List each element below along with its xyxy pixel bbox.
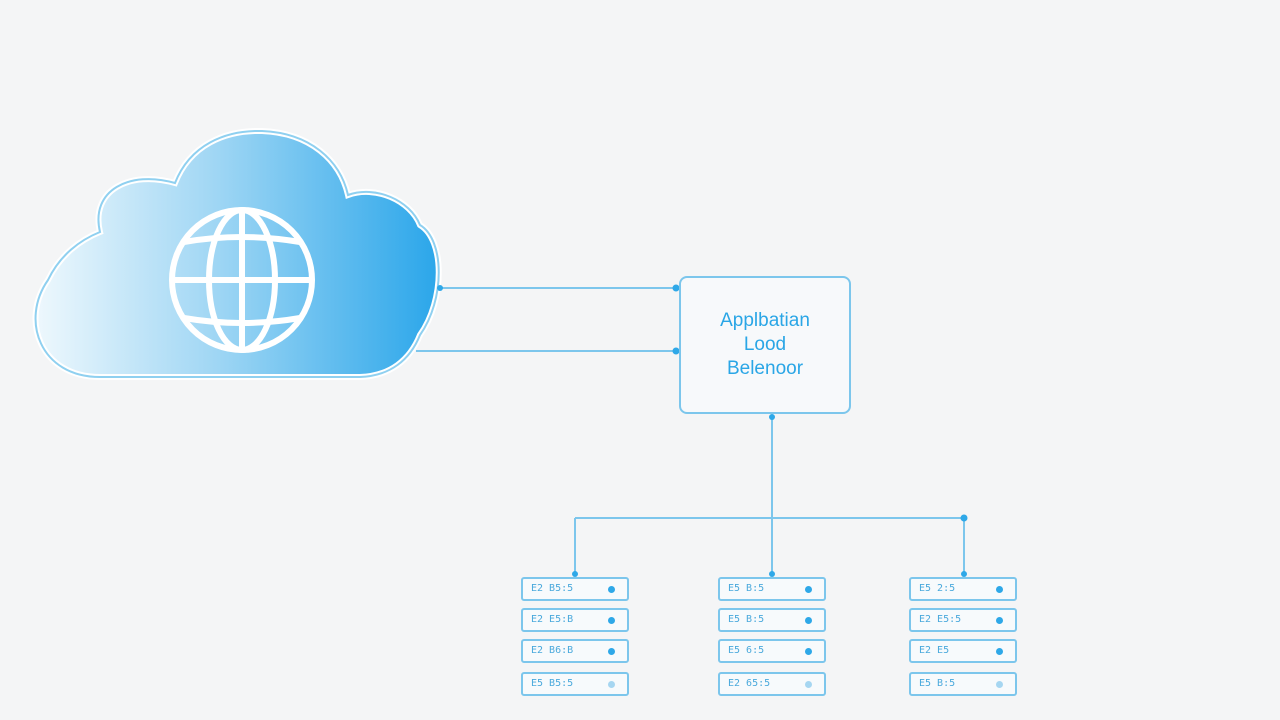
load-balancer-node: Applbatian Lood Belenoor bbox=[679, 276, 851, 414]
lb-to-servers-connectors bbox=[572, 414, 968, 577]
server-unit-label: E2 B6:B bbox=[531, 645, 574, 656]
server-unit: E5 B:5 bbox=[909, 672, 1017, 696]
server-unit-label: E5 B:5 bbox=[728, 614, 765, 625]
status-led-icon bbox=[608, 586, 615, 593]
server-unit: E5 B:5 bbox=[718, 608, 826, 632]
server-unit: E5 6:5 bbox=[718, 639, 826, 663]
connector-dot bbox=[961, 571, 967, 577]
cloud-to-lb-connectors bbox=[416, 284, 680, 355]
load-balancer-label-line: Belenoor bbox=[726, 358, 804, 379]
status-led-icon bbox=[608, 681, 615, 688]
status-led-icon bbox=[996, 648, 1003, 655]
connector-dot bbox=[769, 571, 775, 577]
server-unit: E5 B:5 bbox=[718, 577, 826, 601]
load-balancer-label-line: Applbatian bbox=[720, 310, 810, 331]
status-led-icon bbox=[805, 586, 812, 593]
server-unit-label: E5 2:5 bbox=[919, 583, 956, 594]
status-led-icon bbox=[996, 586, 1003, 593]
server-unit: E5 2:5 bbox=[909, 577, 1017, 601]
status-led-icon bbox=[996, 681, 1003, 688]
status-led-icon bbox=[805, 648, 812, 655]
status-led-icon bbox=[805, 681, 812, 688]
connector-dot bbox=[672, 284, 680, 292]
server-unit: E2 B5:5 bbox=[521, 577, 629, 601]
server-unit: E5 B5:5 bbox=[521, 672, 629, 696]
server-unit-label: E2 E5:5 bbox=[919, 614, 962, 625]
server-unit: E2 65:5 bbox=[718, 672, 826, 696]
server-unit-label: E2 65:5 bbox=[728, 678, 771, 689]
server-unit-label: E2 E5 bbox=[919, 645, 950, 656]
status-led-icon bbox=[608, 617, 615, 624]
status-led-icon bbox=[805, 617, 812, 624]
server-unit-label: E5 B5:5 bbox=[531, 678, 574, 689]
connector-dot bbox=[960, 514, 968, 522]
load-balancer-label-line: Lood bbox=[743, 334, 787, 355]
connector-dot bbox=[437, 285, 443, 291]
server-unit: E2 E5 bbox=[909, 639, 1017, 663]
server-unit: E2 E5:B bbox=[521, 608, 629, 632]
server-unit: E2 B6:B bbox=[521, 639, 629, 663]
connector-dot bbox=[572, 571, 578, 577]
server-unit-label: E5 B:5 bbox=[728, 583, 765, 594]
server-unit-label: E2 B5:5 bbox=[531, 583, 574, 594]
server-unit: E2 E5:5 bbox=[909, 608, 1017, 632]
status-led-icon bbox=[996, 617, 1003, 624]
server-unit-label: E2 E5:B bbox=[531, 614, 574, 625]
connector-dot bbox=[672, 347, 680, 355]
globe-icon bbox=[169, 207, 315, 353]
status-led-icon bbox=[608, 648, 615, 655]
connector-dot bbox=[769, 414, 775, 420]
cloud-icon bbox=[32, 127, 442, 380]
server-unit-label: E5 B:5 bbox=[919, 678, 956, 689]
server-unit-label: E5 6:5 bbox=[728, 645, 765, 656]
